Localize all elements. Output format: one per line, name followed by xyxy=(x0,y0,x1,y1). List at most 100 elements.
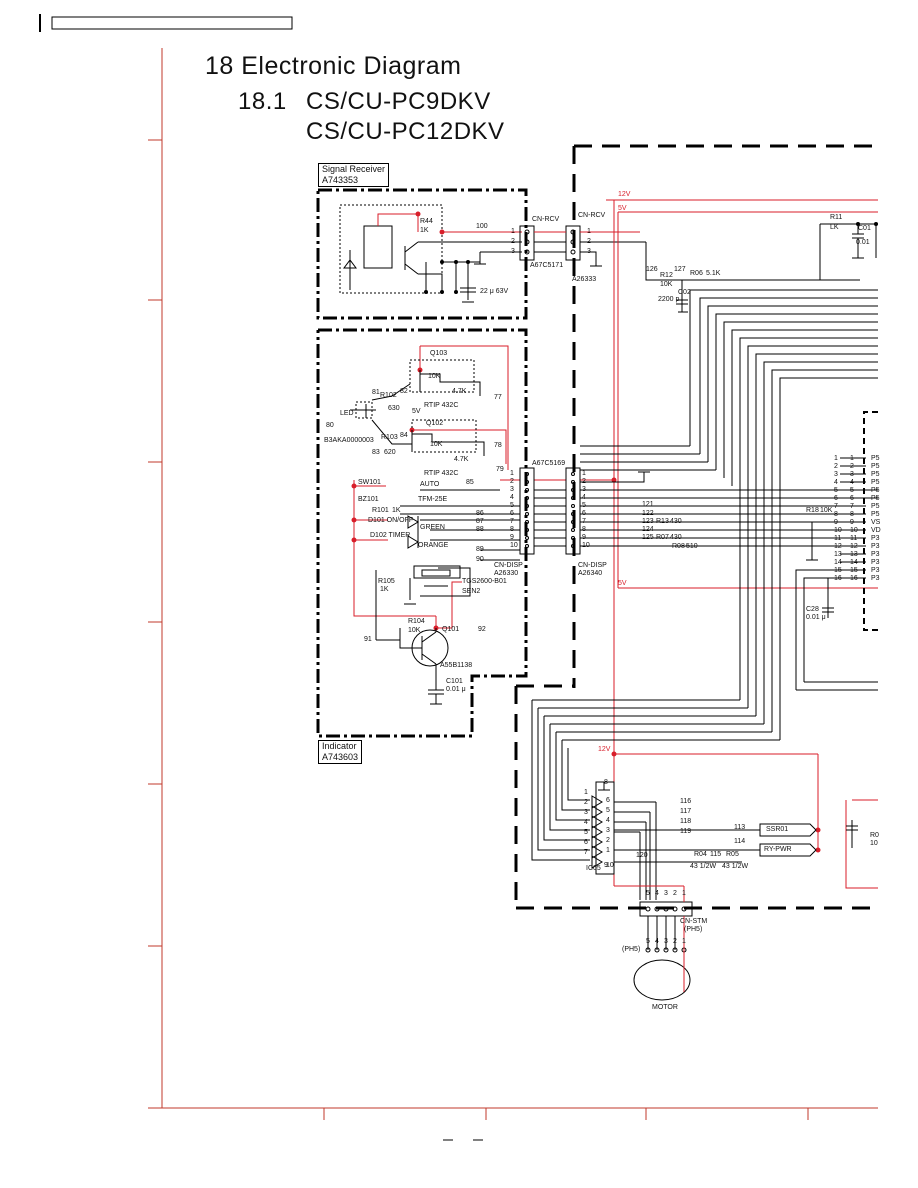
r12-label: R12 xyxy=(660,272,673,279)
c02-label: C02 xyxy=(678,289,691,296)
d102-label: D102 TIMER xyxy=(370,532,411,539)
ic-pin-number-11: 11 xyxy=(834,535,842,542)
cn-disp-right-pin-3: 3 xyxy=(582,486,586,493)
ic-pin-number-9: 9 xyxy=(834,519,838,526)
ry-pwr-label: RY-PWR xyxy=(764,846,792,853)
ph5-label: (PH5) xyxy=(622,946,641,953)
header-bar xyxy=(39,14,293,32)
q101-label: Q101 xyxy=(442,626,460,633)
r04-value: 43 1/2W xyxy=(690,863,717,870)
sw101-label: SW101 xyxy=(358,479,381,486)
r05-label: R05 xyxy=(726,851,739,858)
lower-bus xyxy=(531,699,780,861)
ic05-out-pin-1: 1 xyxy=(606,847,610,854)
cn-rcv-left-part: A67C5171 xyxy=(530,262,564,269)
motor-pin-3: 3 xyxy=(664,938,668,945)
rail-5v-label: 5V xyxy=(618,205,627,212)
indicator-red-wires xyxy=(353,345,614,629)
signal-receiver-label: Signal Receiver A743353 xyxy=(318,163,390,187)
cap-sr-label: 22 μ 63V xyxy=(480,288,509,295)
rail-5v-low-label: 5V xyxy=(618,580,627,587)
ic-pin-name-6: P5 xyxy=(871,495,880,502)
motor-pin-4: 4 xyxy=(655,938,659,945)
right-top-network xyxy=(676,223,878,313)
signal-receiver-red-wires xyxy=(377,213,522,233)
ic05-out-pin-10: 10 xyxy=(606,862,614,869)
cn-disp-right-pin-6: 6 xyxy=(582,510,586,517)
node-115: 115 xyxy=(710,851,722,858)
cn-stm-body xyxy=(633,901,693,1001)
ic05-in-pin-4: 4 xyxy=(584,819,588,826)
node-85: 85 xyxy=(466,479,474,486)
r102-label: R102 xyxy=(380,392,397,399)
node-86: 86 xyxy=(476,510,484,517)
right-top-dots xyxy=(856,222,878,226)
node-122: 122 xyxy=(642,510,654,517)
r11-value: LK xyxy=(830,224,839,231)
cn-disp-left-pin-7: 7 xyxy=(510,518,514,525)
node-92: 92 xyxy=(478,626,486,633)
r104-value: 10K xyxy=(408,627,421,634)
cn-rcv-right-part: A26333 xyxy=(572,276,597,283)
q102-label: Q102 xyxy=(426,420,444,427)
r04-label: R04 xyxy=(694,851,707,858)
ic05-in-pin-5: 5 xyxy=(584,829,588,836)
node-89: 89 xyxy=(476,546,484,553)
ic-pin-number-16: 16 xyxy=(834,575,842,582)
node-117: 117 xyxy=(680,808,692,815)
cn-rcv-right-pin-1: 1 xyxy=(587,228,591,235)
cn-disp-left-body xyxy=(519,467,535,555)
r18-value: 10K xyxy=(820,507,833,514)
ic05-out-pin-5: 5 xyxy=(606,807,610,814)
cn-stm-label: CN-STM xyxy=(680,918,708,925)
ic-pin-index-1: 1 xyxy=(850,455,854,462)
indicator-label: Indicator A743603 xyxy=(318,740,363,764)
ic05-in-pin-2: 2 xyxy=(584,799,588,806)
r105-value: 1K xyxy=(380,586,389,593)
ic-pin-index-7: 7 xyxy=(850,503,854,510)
section-number: 18.1 xyxy=(238,88,287,115)
sensor-part: TGS2600-B01 xyxy=(462,578,507,585)
node-77: 77 xyxy=(494,394,502,401)
node-123: 123 xyxy=(642,518,654,525)
q103-r2: 4.7K xyxy=(452,388,467,395)
r11-label: R11 xyxy=(830,214,843,221)
node-124: 124 xyxy=(642,526,654,533)
cn-disp-right-pin-5: 5 xyxy=(582,502,586,509)
cn-disp-pins xyxy=(525,472,575,548)
ic-pin-index-6: 6 xyxy=(850,495,854,502)
node-90: 90 xyxy=(476,556,484,563)
ic-pin-index-3: 3 xyxy=(850,471,854,478)
signal-receiver-dots xyxy=(415,211,445,235)
r12-value: 10K xyxy=(660,281,673,288)
node-119: 119 xyxy=(680,828,692,835)
c101-value: 0.01 μ xyxy=(446,686,466,693)
ssr-labels-boxes xyxy=(759,823,817,857)
ic-pin-name-14: P3 xyxy=(871,559,880,566)
ic-pin-index-9: 9 xyxy=(850,519,854,526)
ic-pin-index-4: 4 xyxy=(850,479,854,486)
ic-pin-number-1: 1 xyxy=(834,455,838,462)
node-84: 84 xyxy=(400,432,408,439)
ic-pin-stubs xyxy=(840,457,866,579)
chapter-title: 18 Electronic Diagram xyxy=(205,52,462,80)
q103-part: RTIP 432C xyxy=(424,402,459,409)
q103-5v-label: 5V xyxy=(412,408,421,415)
ic05-in-pin-1: 1 xyxy=(584,789,588,796)
r100-label: 100 xyxy=(476,223,488,230)
motor-label: MOTOR xyxy=(652,1004,678,1011)
model-line-2: CS/CU-PC12DKV xyxy=(306,118,505,145)
ic-pin-number-3: 3 xyxy=(834,471,838,478)
node-81: 81 xyxy=(372,389,380,396)
cn-disp-left-part: A26330 xyxy=(494,570,519,577)
cn-disp-left-pin-5: 5 xyxy=(510,502,514,509)
cn-disp-right-pin-9: 9 xyxy=(582,534,586,541)
node-78: 78 xyxy=(494,442,502,449)
ic05-out-pin-4: 4 xyxy=(606,817,610,824)
r0-label: R0 xyxy=(870,832,879,839)
signal-receiver-nodes xyxy=(424,260,470,294)
r0-value: 10 xyxy=(870,840,878,847)
bz101-part: TFM-25E xyxy=(418,496,448,503)
r44-label: R44 xyxy=(420,218,433,225)
